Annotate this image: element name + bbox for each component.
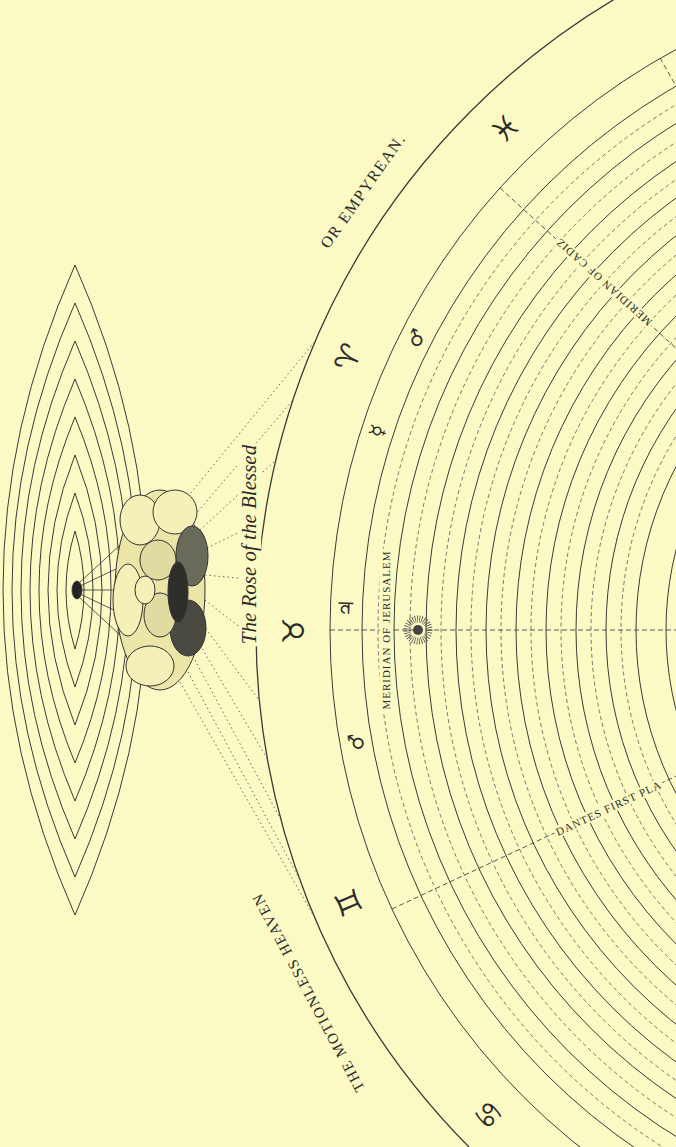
rose-of-the-blessed-drawing <box>113 490 208 690</box>
rose-label: The Rose of the Blessed <box>238 443 261 646</box>
sun-of-jerusalem <box>407 619 429 641</box>
heaven-title: OR EMPYREAN. <box>316 129 411 254</box>
meridian-label: MERIDIAN OF CADIZ <box>552 234 656 329</box>
zodiac-sign: ♓ <box>483 106 528 151</box>
meridian-label: MERIDIAN OF JERUSALEM <box>380 548 392 711</box>
planet-symbol: ♂ <box>343 729 368 754</box>
planet-symbol: ♂ <box>401 323 431 353</box>
dashed-spheres <box>378 18 676 1147</box>
zodiac-sign: ♊ <box>327 882 369 923</box>
meridian-lines <box>330 58 676 909</box>
zodiac-sign: ♋ <box>466 1092 511 1137</box>
planet-symbol: ☿ <box>365 420 391 442</box>
heaven-title: THE MOTIONLESS HEAVEN <box>247 888 368 1096</box>
heaven-spheres <box>256 0 676 1147</box>
place-label: DANTES FIRST PLA <box>552 777 665 838</box>
planet-symbol: ♃ <box>335 596 358 619</box>
zodiac-sign: ♉ <box>277 615 310 646</box>
light-cone <box>72 545 120 635</box>
zodiac-sign: ♈ <box>327 337 369 378</box>
nested-lenses <box>3 265 147 915</box>
